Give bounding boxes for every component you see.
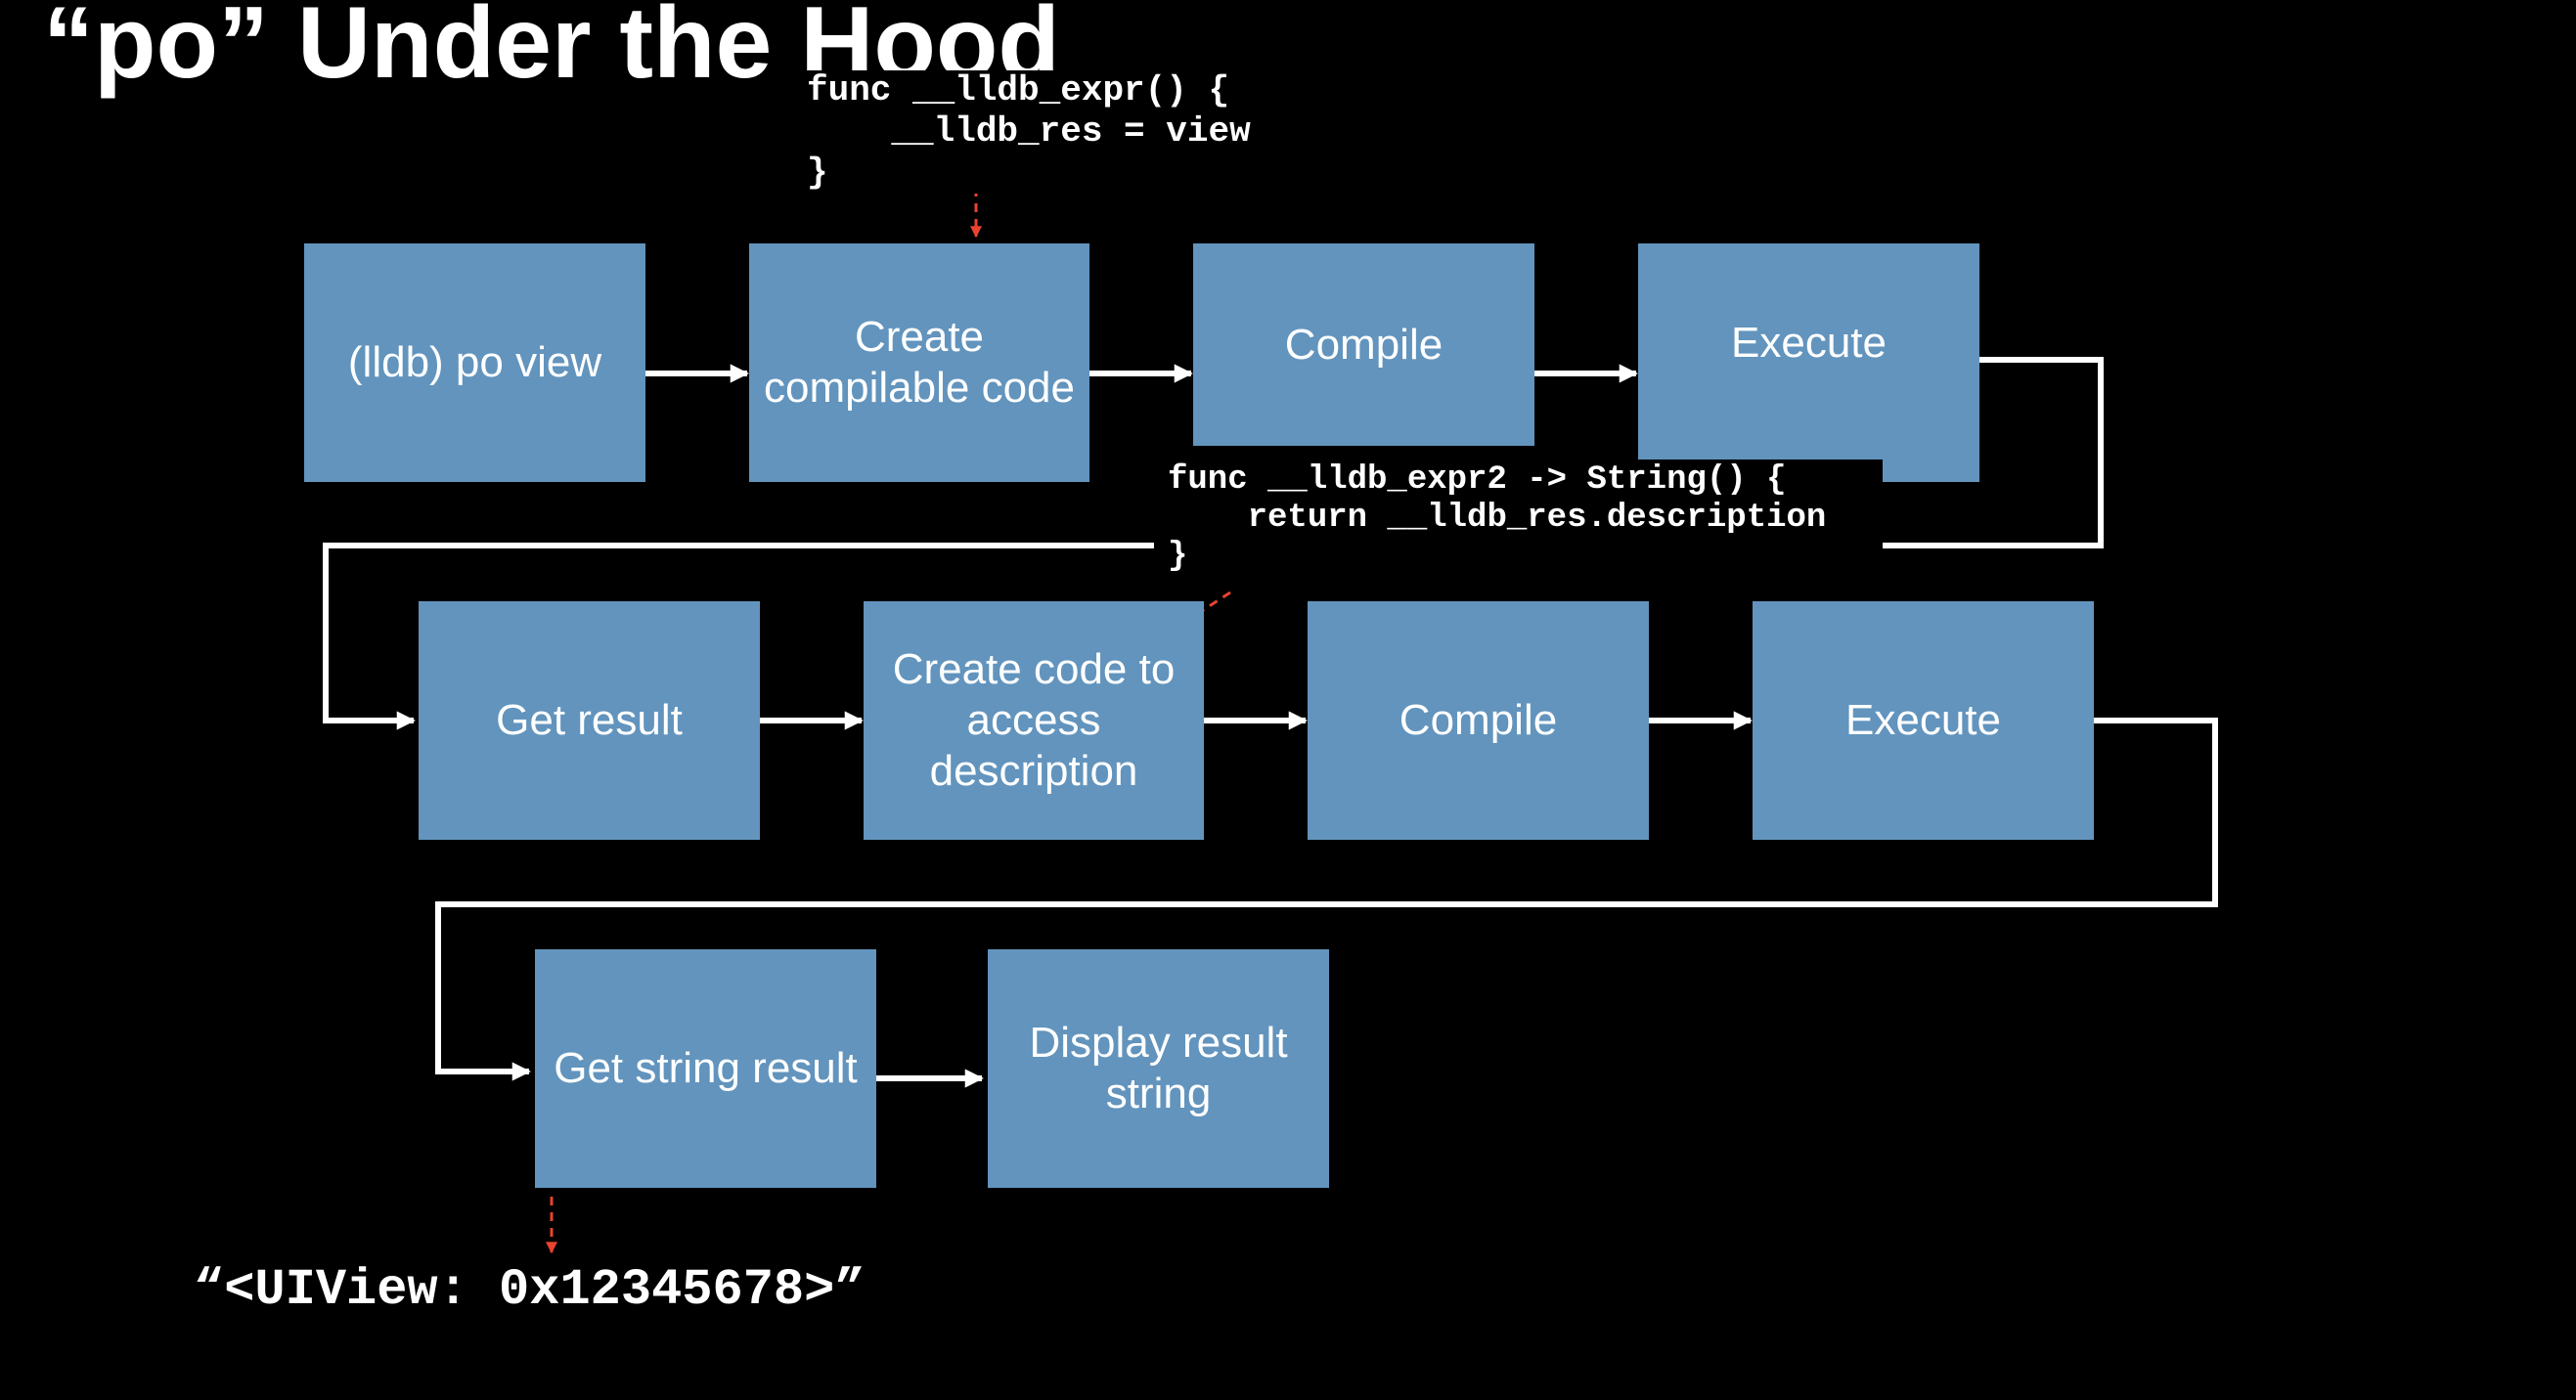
step-label: Execute <box>1731 319 1887 367</box>
step-label: Get result <box>496 696 683 744</box>
step-create-compilable-code: Create compilable code <box>749 243 1089 482</box>
step-compile-2: Compile <box>1308 601 1649 840</box>
code-snippet-lldb-expr: func __lldb_expr() { __lldb_res = view } <box>807 70 1251 194</box>
step-label: Create code to access description <box>892 645 1176 795</box>
step-label: Execute <box>1845 696 2001 744</box>
step-label: Create compilable code <box>764 313 1075 412</box>
step-execute: Execute <box>1638 243 1979 482</box>
step-compile: Compile <box>1193 243 1534 446</box>
step-label: (lldb) po view <box>347 338 602 386</box>
arrow-execute-to-get-string-result <box>435 718 2218 1081</box>
step-label: Compile <box>1284 320 1443 369</box>
step-label: Get string result <box>554 1044 858 1092</box>
code-snippet-lldb-expr2: func __lldb_expr2 -> String() { return _… <box>1154 459 1884 580</box>
step-po-view: (lldb) po view <box>304 243 645 482</box>
step-label: Display result string <box>1029 1019 1288 1117</box>
step-display-result-string: Display result string <box>988 949 1329 1188</box>
step-get-result: Get result <box>419 601 760 840</box>
step-label: Compile <box>1399 696 1558 744</box>
step-execute-2: Execute <box>1753 601 2094 840</box>
step-create-description-code: Create code to access description <box>864 601 1204 840</box>
step-get-string-result: Get string result <box>535 949 876 1188</box>
output-result-string: “<UIView: 0x12345678>” <box>194 1261 866 1319</box>
